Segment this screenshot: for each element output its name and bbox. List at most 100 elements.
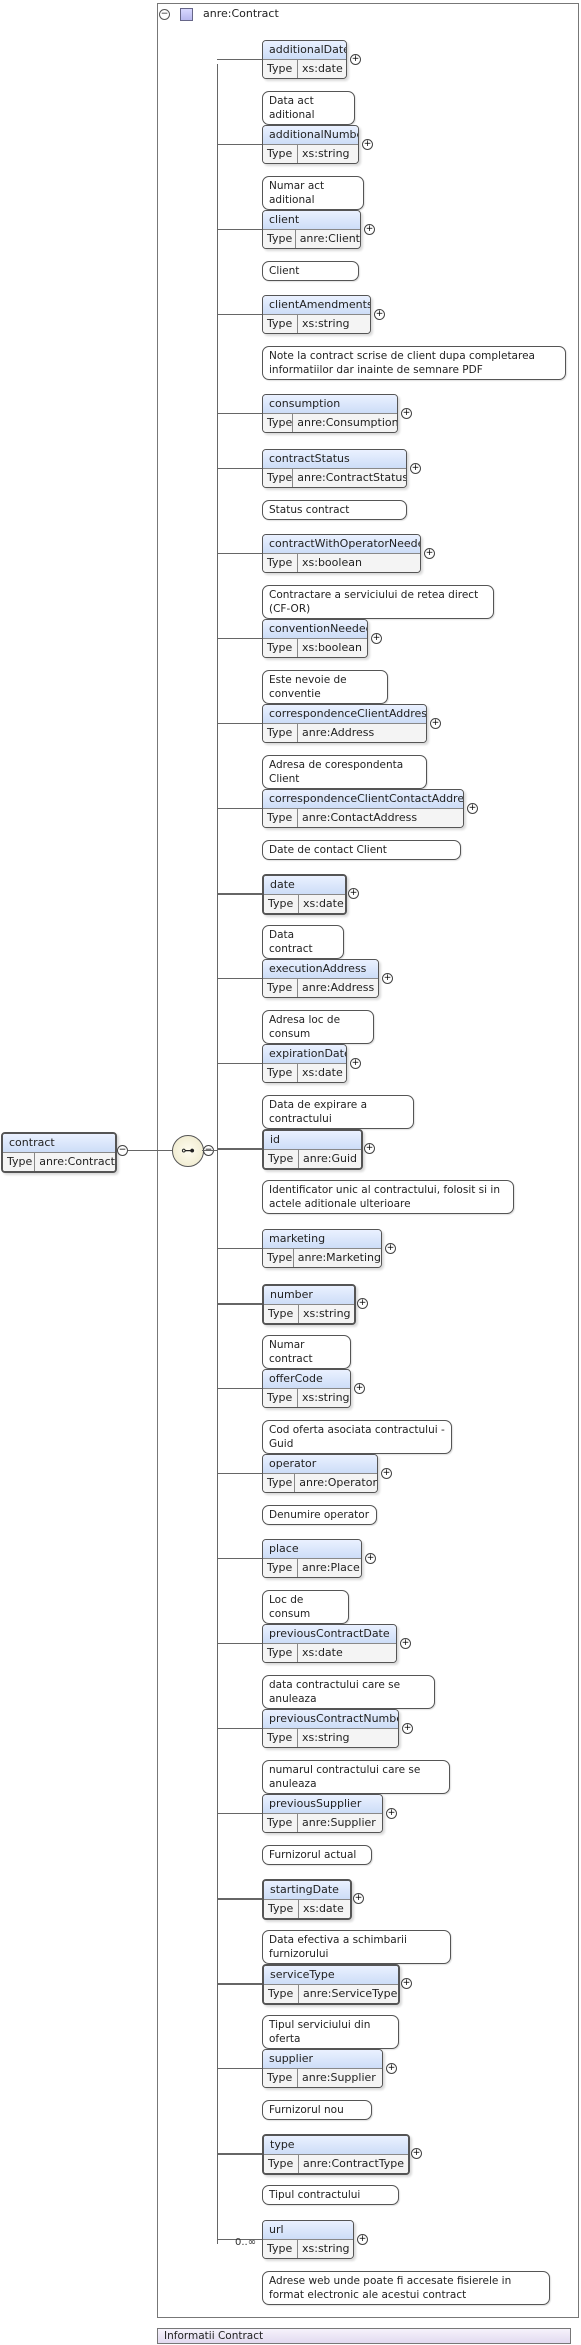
annotation: numarul contractului care se anuleaza	[262, 1760, 450, 1794]
type-value: anre:Address	[302, 726, 375, 739]
element-branch	[217, 1063, 262, 1064]
expand-icon[interactable]: +	[401, 1978, 412, 1989]
annotation: Adresa de corespondenta Client	[262, 755, 427, 789]
type-value: anre:Operator	[299, 1476, 377, 1489]
expand-icon[interactable]: +	[381, 1468, 392, 1479]
type-value: anre:Supplier	[302, 1816, 376, 1829]
expand-icon[interactable]: +	[385, 1243, 396, 1254]
expand-icon[interactable]: +	[374, 309, 385, 320]
expand-icon[interactable]: +	[371, 633, 382, 644]
element-name: operator	[263, 1455, 377, 1474]
element-branch	[217, 2239, 262, 2240]
type-value: anre:Supplier	[302, 2071, 376, 2084]
type-key: Type	[263, 469, 294, 487]
annotation: Numar contract	[262, 1335, 351, 1369]
expand-icon[interactable]: +	[400, 1638, 411, 1649]
expand-icon[interactable]: +	[401, 408, 412, 419]
type-value: anre:Guid	[303, 1152, 358, 1165]
expand-icon[interactable]: +	[386, 2063, 397, 2074]
annotation: Data contract	[262, 925, 344, 959]
element-branch	[217, 2068, 262, 2069]
expand-icon[interactable]: +	[357, 2234, 368, 2245]
type-value: xs:string	[302, 1731, 350, 1744]
type-value: xs:boolean	[302, 556, 362, 569]
element-branch	[217, 1558, 262, 1559]
element-name: previousContractNumber	[263, 1710, 398, 1729]
annotation: data contractului care se anuleaza	[262, 1675, 435, 1709]
expand-icon[interactable]: +	[364, 224, 375, 235]
type-key: Type	[263, 554, 298, 572]
expand-icon[interactable]: +	[353, 1893, 364, 1904]
expand-icon[interactable]: +	[350, 1058, 361, 1069]
expand-icon[interactable]: +	[365, 1553, 376, 1564]
expand-icon[interactable]: +	[362, 139, 373, 150]
expand-icon[interactable]: +	[467, 803, 478, 814]
element-branch	[217, 1148, 262, 1150]
element-branch	[217, 229, 262, 230]
annotation: Este nevoie de conventie	[262, 670, 388, 704]
element-branch	[217, 808, 262, 809]
expand-icon[interactable]: +	[354, 1383, 365, 1394]
expand-icon[interactable]: +	[410, 463, 421, 474]
multiplicity-label: 0..∞	[235, 2237, 257, 2248]
annotation: Denumire operator	[262, 1505, 377, 1525]
expand-icon[interactable]: +	[348, 888, 359, 899]
element-name: correspondenceClientContactAddress	[263, 790, 463, 809]
expand-icon[interactable]: +	[424, 548, 435, 559]
type-key: Type	[264, 2155, 299, 2173]
expand-icon[interactable]: +	[357, 1298, 368, 1309]
element-branch	[217, 314, 262, 315]
sequence-compositor-icon[interactable]: ⊶	[172, 1135, 204, 1167]
type-key: Type	[263, 1559, 298, 1577]
expand-icon[interactable]: +	[402, 1723, 413, 1734]
element-name: client	[263, 211, 360, 230]
expand-icon[interactable]: +	[350, 54, 361, 65]
type-key: Type	[264, 1150, 299, 1168]
expand-icon[interactable]: +	[386, 1808, 397, 1819]
type-value: anre:ContactAddress	[302, 811, 418, 824]
type-value: xs:date	[302, 62, 343, 75]
type-key: Type	[264, 1900, 299, 1918]
element-name: consumption	[263, 395, 397, 414]
expand-icon[interactable]: +	[430, 718, 441, 729]
root-collapse-icon[interactable]: −	[117, 1145, 128, 1156]
type-key: Type	[263, 1249, 294, 1267]
expand-icon[interactable]: +	[364, 1143, 375, 1154]
annotation: Tipul serviciului din oferta	[262, 2015, 399, 2049]
collapse-icon[interactable]: −	[159, 9, 170, 20]
expand-icon[interactable]: +	[382, 973, 393, 984]
type-value: xs:string	[302, 1391, 350, 1404]
root-connector	[128, 1150, 172, 1151]
type-value: anre:Client	[299, 232, 360, 245]
expand-icon[interactable]: +	[411, 2148, 422, 2159]
type-value: xs:date	[303, 897, 344, 910]
